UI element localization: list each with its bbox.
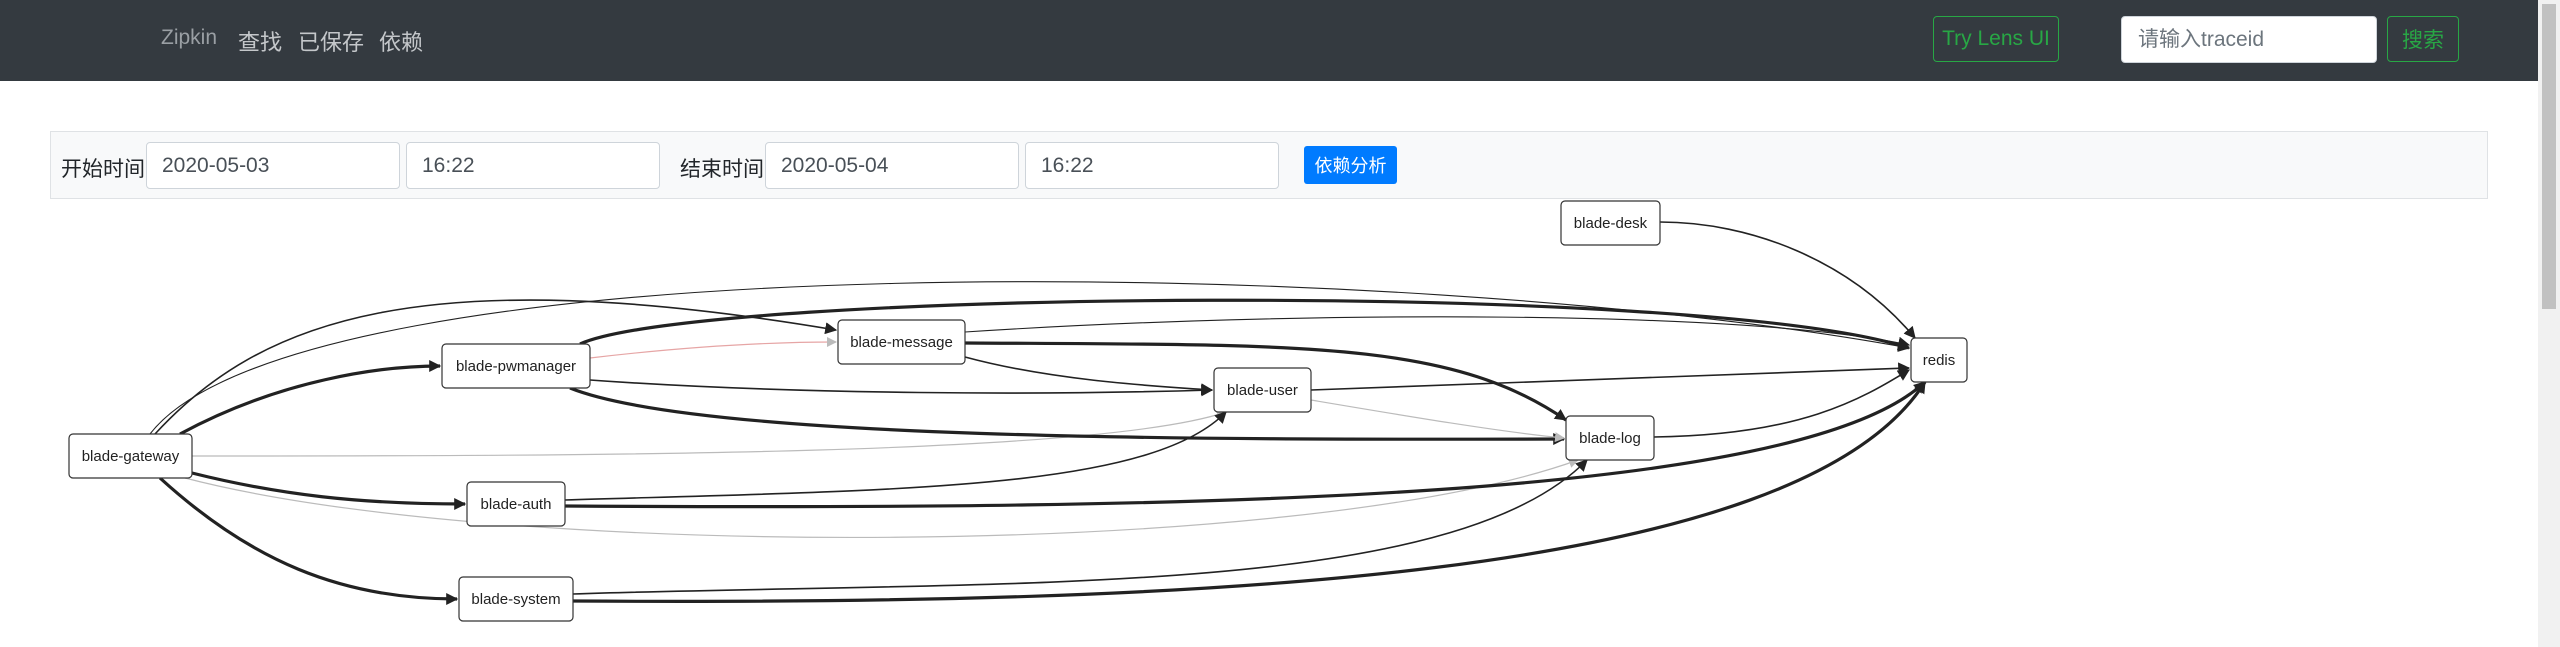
start-time-label: 开始时间 bbox=[61, 158, 145, 181]
node-redis[interactable]: redis bbox=[1910, 337, 1968, 383]
node-log[interactable]: blade-log bbox=[1565, 415, 1655, 461]
search-button[interactable]: 搜索 bbox=[2387, 16, 2459, 62]
edge-system-to-redis bbox=[572, 380, 1927, 603]
edge-gateway-to-pwmanager bbox=[179, 360, 442, 436]
brand-link[interactable]: Zipkin bbox=[161, 26, 218, 49]
edge-gateway-to-message bbox=[154, 299, 838, 435]
nav-find-link[interactable]: 查找 bbox=[238, 30, 283, 55]
edge-desk-to-redis bbox=[1659, 221, 1916, 339]
edge-message-to-user bbox=[964, 356, 1214, 396]
node-desk[interactable]: blade-desk bbox=[1560, 200, 1661, 246]
end-time-label: 结束时间 bbox=[680, 158, 764, 181]
end-time-input[interactable] bbox=[1025, 142, 1279, 189]
edge-message-to-log bbox=[964, 341, 1567, 422]
edge-pwmanager-to-user bbox=[589, 379, 1214, 397]
node-user[interactable]: blade-user bbox=[1213, 367, 1312, 413]
node-label: redis bbox=[1923, 352, 1956, 369]
start-time-input[interactable] bbox=[406, 142, 660, 189]
edge-user-to-log bbox=[1310, 399, 1565, 443]
edge-gateway-to-redis bbox=[149, 281, 1911, 435]
edge-log-to-redis bbox=[1653, 369, 1911, 438]
edge-gateway-to-auth bbox=[191, 471, 467, 510]
node-box[interactable] bbox=[1565, 415, 1655, 461]
graph-nodes: blade-gateway blade-pwmanager blade-messag… bbox=[68, 200, 1968, 622]
node-box[interactable] bbox=[837, 319, 966, 365]
node-message[interactable]: blade-message bbox=[837, 319, 966, 365]
node-pwmanager[interactable]: blade-pwmanager bbox=[441, 343, 591, 389]
edge-pwmanager-to-message bbox=[589, 337, 837, 359]
node-box[interactable] bbox=[458, 576, 574, 622]
graph-edges bbox=[149, 221, 1927, 605]
try-lens-ui-button[interactable]: Try Lens UI bbox=[1933, 16, 2059, 62]
node-box[interactable] bbox=[1560, 200, 1661, 246]
start-date-input[interactable] bbox=[146, 142, 400, 189]
edge-gateway-to-system bbox=[158, 476, 459, 605]
node-gateway[interactable]: blade-gateway bbox=[68, 433, 193, 479]
edge-user-to-redis bbox=[1310, 362, 1911, 391]
node-label: blade-log bbox=[1579, 430, 1641, 447]
nav-dependencies-link[interactable]: 依赖 bbox=[379, 30, 424, 55]
node-box[interactable] bbox=[1213, 367, 1312, 413]
edge-gateway-to-user bbox=[191, 410, 1227, 457]
edge-pwmanager-to-redis bbox=[579, 298, 1911, 351]
node-label: blade-auth bbox=[481, 496, 552, 513]
end-date-input[interactable] bbox=[765, 142, 1019, 189]
edge-pwmanager-to-log bbox=[569, 386, 1566, 446]
node-box[interactable] bbox=[68, 433, 193, 479]
dependency-analyze-button[interactable]: 依赖分析 bbox=[1304, 146, 1397, 184]
edge-auth-to-redis bbox=[564, 380, 1927, 509]
nav-saved-link[interactable]: 已保存 bbox=[298, 30, 365, 55]
node-label: blade-system bbox=[471, 591, 560, 608]
node-label: blade-desk bbox=[1574, 215, 1648, 232]
node-label: blade-message bbox=[850, 334, 953, 351]
node-label: blade-gateway bbox=[82, 448, 180, 465]
edge-gateway-to-log bbox=[184, 458, 1579, 539]
node-label: blade-user bbox=[1227, 382, 1298, 399]
edge-message-to-redis bbox=[964, 316, 1911, 349]
top-navbar: Zipkin 查找 已保存 依赖 Try Lens UI 搜索 bbox=[0, 0, 2538, 81]
edge-system-to-log bbox=[572, 459, 1588, 595]
traceid-search-input[interactable] bbox=[2121, 16, 2377, 63]
node-box[interactable] bbox=[441, 343, 591, 389]
node-label: blade-pwmanager bbox=[456, 358, 576, 375]
node-box[interactable] bbox=[1910, 337, 1968, 383]
edge-auth-to-user bbox=[564, 411, 1227, 501]
scrollbar-thumb[interactable] bbox=[2542, 4, 2556, 309]
node-auth[interactable]: blade-auth bbox=[466, 481, 566, 527]
node-box[interactable] bbox=[466, 481, 566, 527]
node-system[interactable]: blade-system bbox=[458, 576, 574, 622]
